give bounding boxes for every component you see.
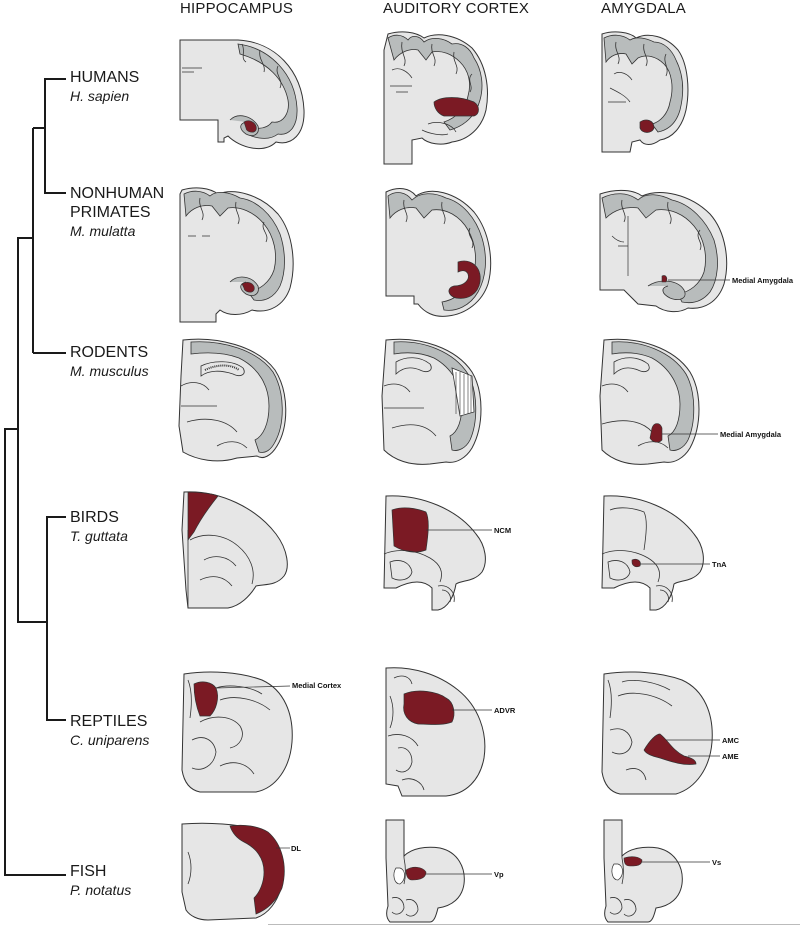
taxon-rodents: RODENTS M. musculus <box>70 343 149 381</box>
rodent-amygdala-section: Medial Amygdala <box>599 338 782 465</box>
fish-auditory-section: Vp <box>385 819 504 923</box>
reptile-amygdala-section: AMC AME <box>601 671 740 795</box>
taxon-species: M. musculus <box>70 363 149 379</box>
taxon-name: REPTILES <box>70 713 148 730</box>
column-header-amygdala: AMYGDALA <box>601 0 686 17</box>
phylogenetic-tree <box>4 78 66 876</box>
label-fish-dl: DL <box>291 844 301 853</box>
label-fish-vs: Vs <box>712 858 721 867</box>
label-fish-vp: Vp <box>494 870 504 879</box>
bird-auditory-section: NCM <box>383 495 511 611</box>
taxon-species: P. notatus <box>70 882 132 898</box>
taxon-nonhuman-primates: NONHUMAN PRIMATES M. mulatta <box>70 184 170 241</box>
column-header-auditory-cortex: AUDITORY CORTEX <box>383 0 530 17</box>
taxon-name: NONHUMAN PRIMATES <box>70 185 165 221</box>
taxon-species: C. uniparens <box>70 732 150 748</box>
taxon-reptiles: REPTILES C. uniparens <box>70 712 149 750</box>
primate-amygdala-section: Medial Amygdala <box>599 189 794 313</box>
taxon-name: BIRDS <box>70 509 119 526</box>
rodent-auditory-section <box>381 338 482 465</box>
primate-hippocampus-section <box>179 187 294 323</box>
label-bird-ncm: NCM <box>494 526 511 535</box>
label-reptile-amc: AMC <box>722 736 740 745</box>
bird-amygdala-section: TnA <box>601 495 727 611</box>
taxon-name: FISH <box>70 863 107 880</box>
taxon-name: HUMANS <box>70 69 140 86</box>
primate-auditory-section <box>385 188 492 317</box>
taxon-humans: HUMANS H. sapien <box>70 68 139 106</box>
bottom-divider <box>268 924 800 925</box>
taxon-species: H. sapien <box>70 88 130 104</box>
human-auditory-section <box>383 31 488 165</box>
taxon-birds: BIRDS T. guttata <box>70 508 128 546</box>
taxon-species: M. mulatta <box>70 223 136 239</box>
column-header-hippocampus: HIPPOCAMPUS <box>180 0 294 17</box>
human-amygdala-section <box>601 31 689 153</box>
taxon-name: RODENTS <box>70 344 149 361</box>
taxon-fish: FISH P. notatus <box>70 862 131 900</box>
label-primate-medial-amygdala: Medial Amygdala <box>732 276 794 285</box>
label-reptile-ame: AME <box>722 752 739 761</box>
reptile-auditory-section: ADVR <box>385 667 516 797</box>
human-hippocampus-section <box>179 39 305 150</box>
label-reptile-medial-cortex: Medial Cortex <box>292 681 342 690</box>
taxon-species: T. guttata <box>70 528 128 544</box>
bird-hippocampus-section <box>181 491 288 609</box>
reptile-hippocampus-section: Medial Cortex <box>181 671 342 793</box>
fish-amygdala-section: Vs <box>603 819 721 923</box>
label-reptile-advr: ADVR <box>494 706 516 715</box>
label-rodent-medial-amygdala: Medial Amygdala <box>720 430 782 439</box>
fish-hippocampus-section: DL <box>181 822 301 921</box>
label-bird-tna: TnA <box>712 560 727 569</box>
rodent-hippocampus-section <box>178 338 287 462</box>
